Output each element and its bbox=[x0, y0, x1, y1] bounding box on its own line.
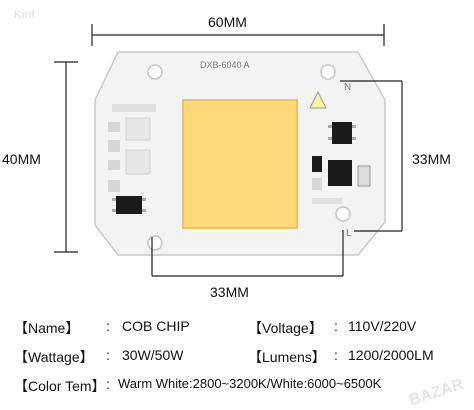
width-dimension-label: 60MM bbox=[208, 14, 247, 30]
left-dimension-line bbox=[54, 61, 78, 253]
spec-value: 30W/50W bbox=[122, 347, 184, 363]
spec-key: 【Lumens】 bbox=[248, 349, 326, 365]
inner-height-dimension-label: 33MM bbox=[412, 151, 451, 167]
spec-colon: : bbox=[106, 347, 110, 363]
spec-value: 110V/220V bbox=[348, 318, 417, 334]
product-diagram: Kiril bbox=[2, 9, 466, 409]
spec-value: 1200/2000LM bbox=[348, 347, 434, 363]
spec-colon: : bbox=[334, 318, 338, 334]
spec-colon: : bbox=[106, 376, 110, 392]
corner-watermark: BAZAR bbox=[407, 375, 466, 410]
led-emitting-area bbox=[182, 99, 298, 229]
pin-n-label: N bbox=[344, 82, 351, 93]
top-dimension-line bbox=[91, 24, 385, 46]
spec-key: 【Color Tem】 bbox=[14, 378, 106, 394]
spec-key: 【Wattage】 bbox=[14, 349, 94, 365]
inner-width-dimension-label: 33MM bbox=[210, 284, 249, 300]
watermark-text: Kiril bbox=[14, 9, 35, 21]
bottom-dimension-line bbox=[151, 230, 344, 277]
part-code-label: DXB-6040 A bbox=[200, 60, 250, 70]
spec-value: COB CHIP bbox=[122, 318, 190, 334]
spec-value: Warm White:2800~3200K/White:6000~6500K bbox=[118, 376, 382, 391]
spec-colon: : bbox=[106, 318, 110, 334]
spec-key: 【Voltage】 bbox=[248, 320, 323, 336]
height-dimension-label: 40MM bbox=[2, 151, 41, 167]
right-dimension-line bbox=[340, 80, 403, 232]
spec-key: 【Name】 bbox=[14, 320, 80, 336]
pin-l-label: L bbox=[346, 228, 352, 239]
cob-chip-drawing: DXB-6040 A N L bbox=[54, 24, 403, 277]
spec-colon: : bbox=[334, 347, 338, 363]
